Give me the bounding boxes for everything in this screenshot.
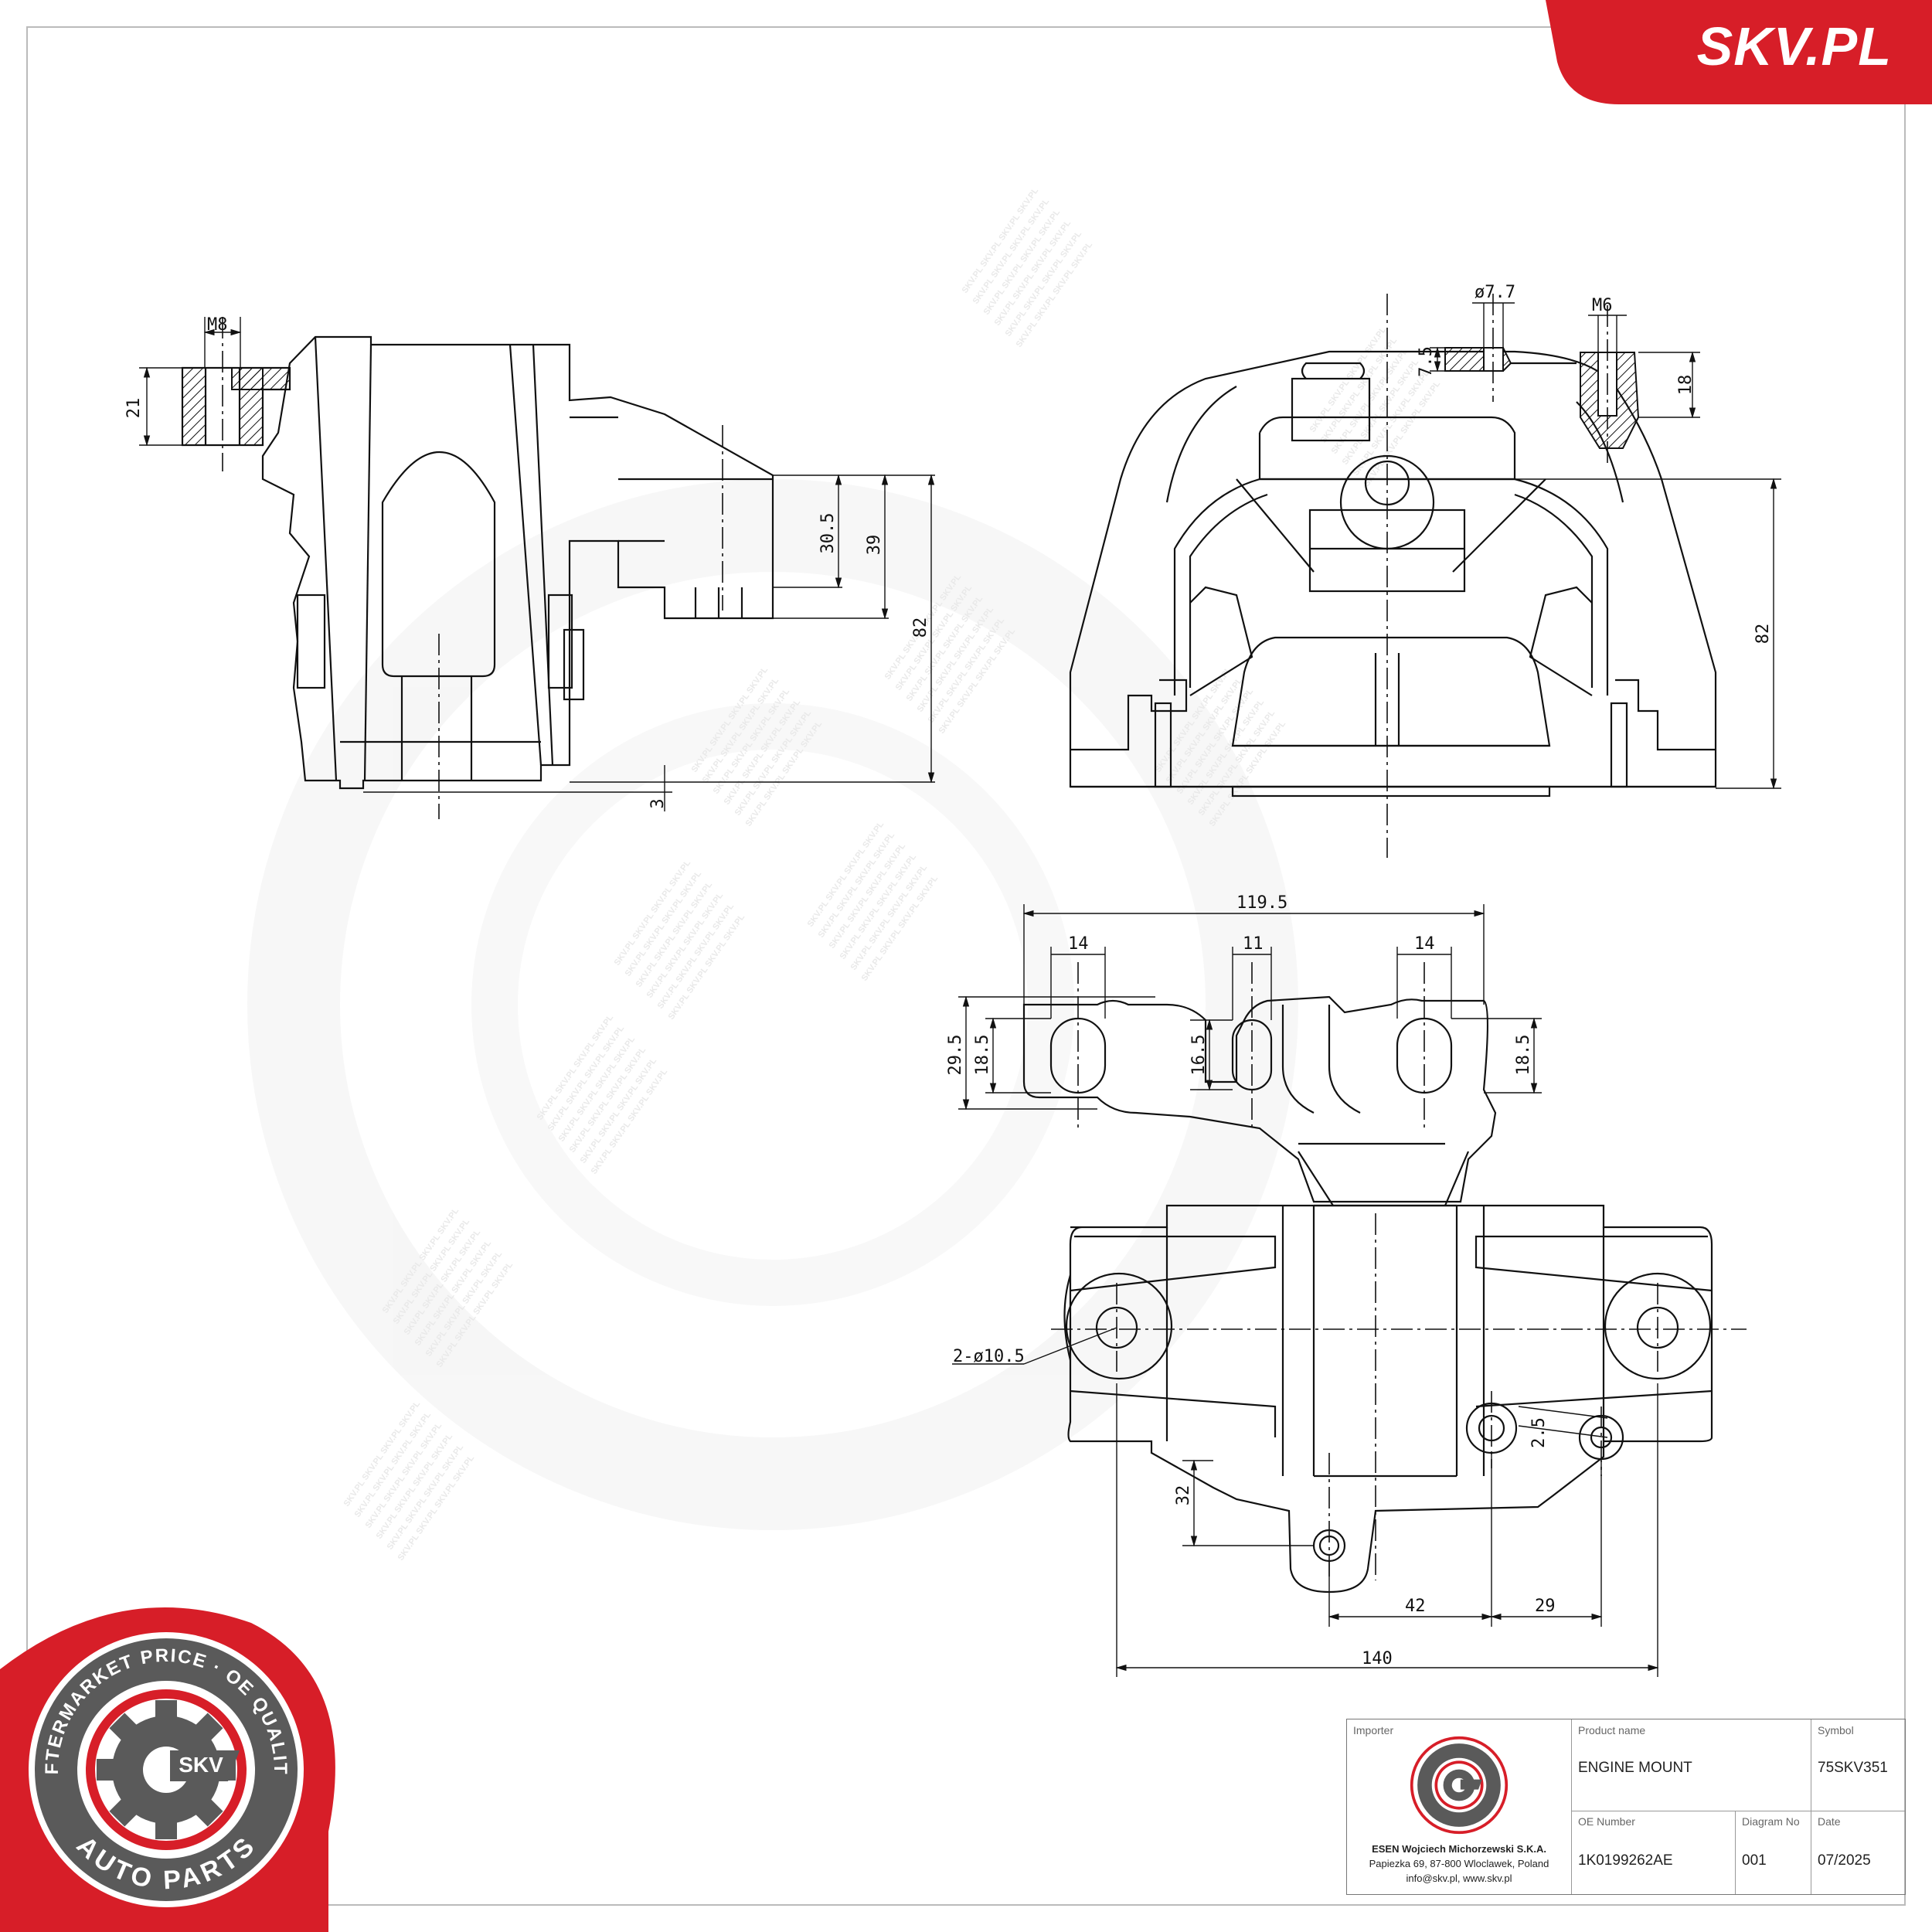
dim-m6: M6 <box>1592 296 1613 315</box>
dim-82-side: 82 <box>911 617 930 638</box>
importer-cell: Importer ESEN Wojciech Michorzewski S.K.… <box>1347 1719 1571 1894</box>
dim-42: 42 <box>1405 1597 1426 1616</box>
diagram-caption: Diagram No <box>1742 1815 1800 1828</box>
dim-21: 21 <box>124 398 144 419</box>
importer-caption: Importer <box>1353 1724 1394 1736</box>
product-name-value: ENGINE MOUNT <box>1578 1760 1692 1776</box>
importer-logo <box>1410 1736 1509 1835</box>
dim-7-5: 7.5 <box>1417 346 1436 377</box>
dim-18-m6: 18 <box>1676 375 1696 396</box>
dim-29: 29 <box>1535 1597 1556 1616</box>
dim-16-5: 16.5 <box>1189 1035 1209 1076</box>
oe-number-cell: OE Number 1K0199262AE <box>1571 1811 1735 1894</box>
dim-30-5: 30.5 <box>818 513 838 554</box>
dim-14-right: 14 <box>1414 934 1435 954</box>
dim-dia-7-7: ø7.7 <box>1475 283 1515 302</box>
dim-18-5-right: 18.5 <box>1514 1035 1533 1076</box>
dim-29-5: 29.5 <box>946 1035 965 1076</box>
dim-32: 32 <box>1174 1485 1193 1506</box>
skv-auto-parts-stamp: SKV AFTERMARKET PRICE · OE QUALITY AUTO … <box>0 1607 335 1932</box>
product-caption: Product name <box>1578 1724 1646 1736</box>
front-view <box>1069 294 1781 858</box>
symbol-cell: Symbol 75SKV351 <box>1811 1719 1905 1811</box>
date-cell: Date 07/2025 <box>1811 1811 1905 1894</box>
diagram-no-cell: Diagram No 001 <box>1735 1811 1811 1894</box>
product-cell: Product name ENGINE MOUNT <box>1571 1719 1811 1811</box>
oe-caption: OE Number <box>1578 1815 1635 1828</box>
gear-icon <box>97 1700 236 1839</box>
stamp-center-label: SKV <box>179 1753 223 1777</box>
dim-2-dia-10-5: 2-ø10.5 <box>953 1347 1025 1366</box>
dim-14-left: 14 <box>1068 934 1089 954</box>
dim-11: 11 <box>1243 934 1264 954</box>
importer-name: ESEN Wojciech Michorzewski S.K.A. <box>1372 1843 1546 1855</box>
top-view <box>952 904 1747 1677</box>
brand-site-label[interactable]: SKV.PL <box>1696 16 1892 77</box>
oe-number-value: 1K0199262AE <box>1578 1852 1673 1869</box>
title-block: Importer ESEN Wojciech Michorzewski S.K.… <box>1346 1719 1906 1895</box>
dimension-labels: M8 21 30.5 39 82 3 ø7.7 M6 7.5 18 82 119… <box>124 283 1773 1668</box>
dim-2-5: 2.5 <box>1529 1417 1549 1448</box>
dim-m8: M8 <box>207 315 228 335</box>
dim-82-front: 82 <box>1753 624 1773 645</box>
brand-banner <box>1546 0 1932 104</box>
importer-contact[interactable]: info@skv.pl, www.skv.pl <box>1406 1872 1512 1884</box>
symbol-caption: Symbol <box>1818 1724 1854 1736</box>
symbol-value: 75SKV351 <box>1818 1760 1888 1776</box>
dim-3: 3 <box>648 798 668 808</box>
dim-119-5: 119.5 <box>1236 893 1287 913</box>
date-value: 07/2025 <box>1818 1852 1871 1869</box>
dim-140: 140 <box>1362 1649 1393 1668</box>
sheet-border <box>26 26 1906 1906</box>
dim-39: 39 <box>865 535 884 556</box>
date-caption: Date <box>1818 1815 1841 1828</box>
side-view <box>139 317 935 819</box>
dim-18-5-left: 18.5 <box>973 1035 992 1076</box>
diagram-no-value: 001 <box>1742 1852 1767 1869</box>
importer-address: Papiezka 69, 87-800 Wloclawek, Poland <box>1369 1858 1549 1869</box>
